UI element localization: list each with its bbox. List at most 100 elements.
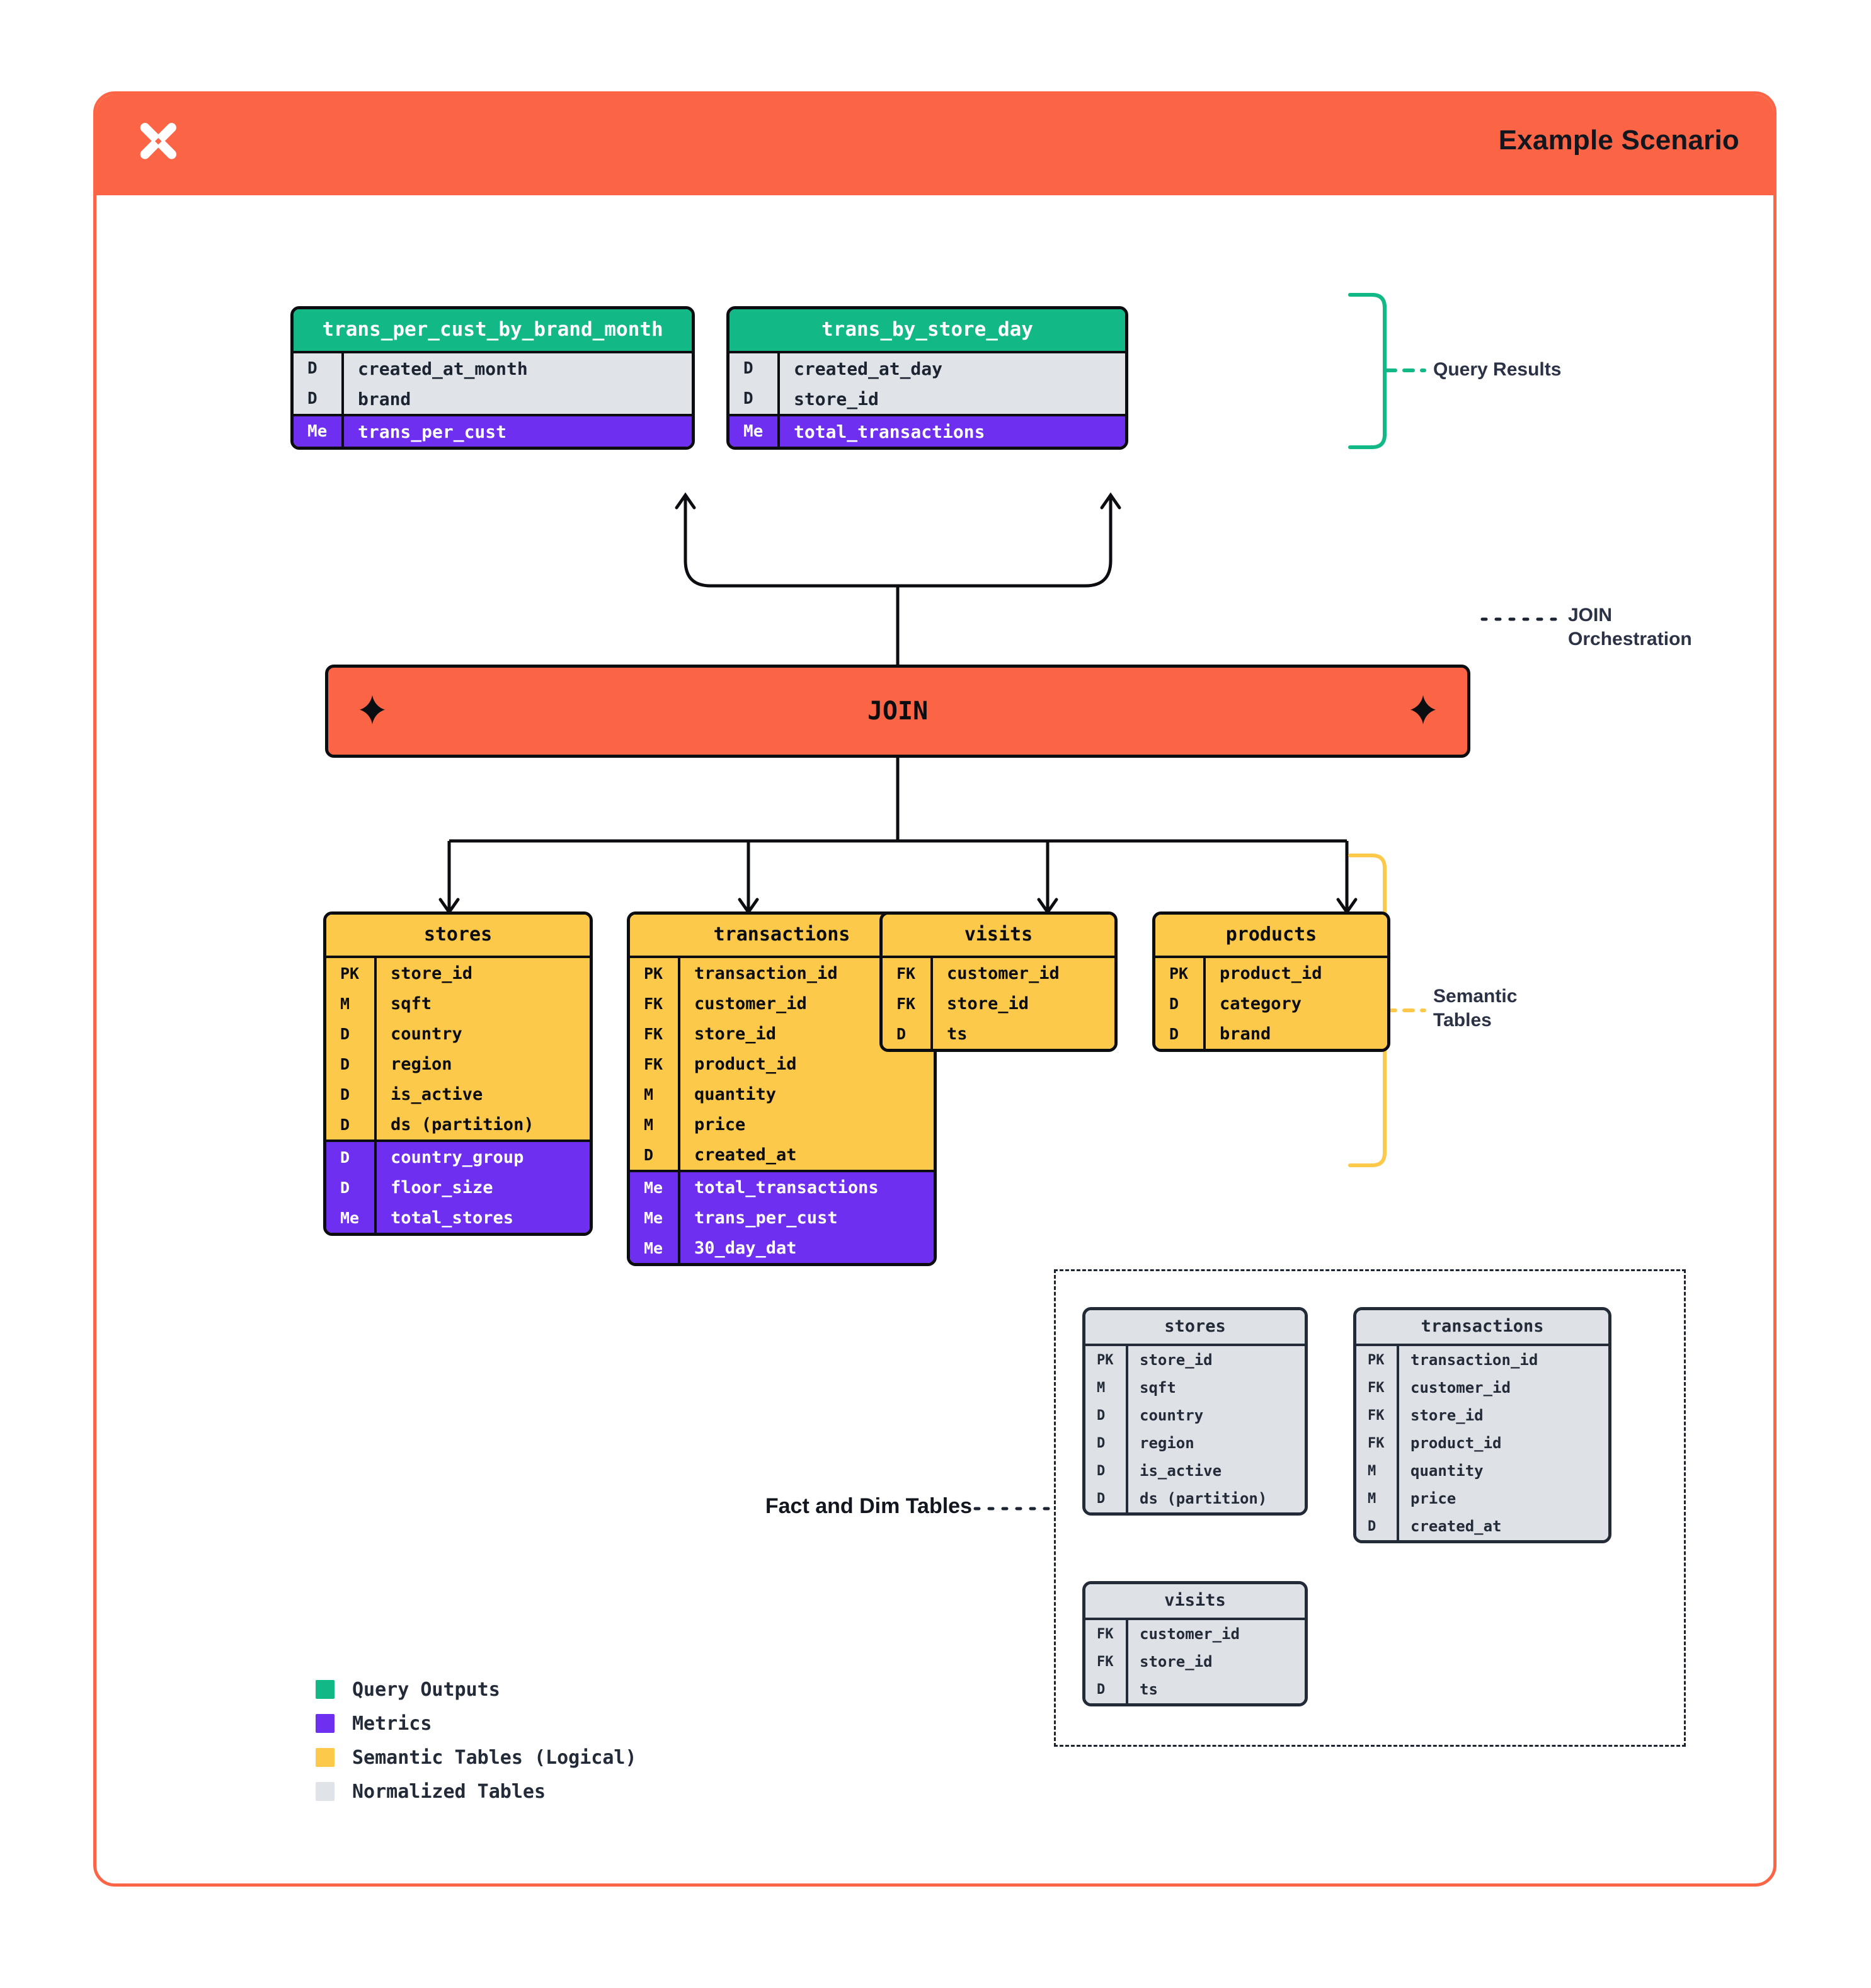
row-key: FK	[644, 1024, 663, 1043]
entity-title: transactions	[1356, 1310, 1608, 1344]
row-key: Me	[644, 1208, 663, 1227]
entity-title: trans_per_cust_by_brand_month	[294, 309, 692, 351]
row-key: Me	[340, 1208, 360, 1227]
row-key: FK	[1097, 1626, 1114, 1642]
row-value: store_id	[930, 988, 1114, 1019]
query-result-table-0[interactable]: trans_per_cust_by_brand_month D created_…	[290, 306, 695, 450]
entity-row: Me total_transactions	[730, 416, 1125, 447]
row-value: customer_id	[1126, 1620, 1305, 1648]
row-key: PK	[1368, 1352, 1385, 1368]
row-value: country	[374, 1019, 590, 1049]
row-value: country_group	[374, 1142, 590, 1172]
card-header: Example Scenario	[96, 94, 1773, 195]
entity-row: Me trans_per_cust	[630, 1203, 934, 1233]
fact-dim-group	[1054, 1269, 1686, 1747]
row-key: D	[307, 359, 318, 378]
entity-row: Me trans_per_cust	[294, 416, 692, 447]
row-value: floor_size	[374, 1172, 590, 1203]
row-key: PK	[1097, 1352, 1114, 1368]
row-key: FK	[896, 964, 916, 983]
row-value: sqft	[1126, 1374, 1305, 1402]
entity-row: FK store_id	[630, 1019, 934, 1049]
four-point-star-icon	[355, 694, 390, 729]
row-value: 30_day_dat	[678, 1233, 934, 1263]
row-key: D	[896, 1024, 907, 1043]
row-value: transaction_id	[1397, 1346, 1608, 1374]
page-title: Example Scenario	[1498, 125, 1739, 156]
semantic-tables-annotation: Semantic Tables	[1433, 985, 1517, 1033]
query-results-annotation: Query Results	[1433, 359, 1562, 380]
join-annotation-line2: Orchestration	[1568, 629, 1692, 650]
row-value: store_id	[1397, 1402, 1608, 1429]
semantic-tables-annotation-line1: Semantic	[1433, 986, 1518, 1007]
row-key: FK	[1097, 1654, 1114, 1670]
row-key: D	[1368, 1518, 1376, 1534]
row-key: M	[644, 1115, 654, 1134]
row-key: D	[340, 1024, 350, 1043]
entity-rows-base: D created_at_month D brand	[294, 351, 692, 414]
join-orchestration-bar[interactable]: JOIN	[325, 665, 1470, 758]
entity-row: D created_at_day	[730, 353, 1125, 384]
join-annotation-line1: JOIN	[1568, 605, 1613, 626]
row-value: ds (partition)	[1126, 1485, 1305, 1512]
row-value: total_stores	[374, 1203, 590, 1233]
legend-swatch-metrics	[316, 1714, 335, 1733]
row-value: trans_per_cust	[678, 1203, 934, 1233]
scenario-card: Example Scenario	[93, 91, 1777, 1887]
row-value: store_id	[678, 1019, 934, 1049]
row-key: D	[340, 1178, 350, 1197]
entity-row: D created_at_month	[294, 353, 692, 384]
row-key: D	[340, 1054, 350, 1073]
row-value: total_transactions	[777, 416, 1125, 447]
row-value: created_at_day	[777, 353, 1125, 384]
row-key: M	[1368, 1463, 1376, 1479]
entity-rows-metric: Me trans_per_cust	[294, 414, 692, 447]
x-sparkle-logo-icon	[134, 118, 187, 171]
row-value: product_id	[678, 1049, 934, 1079]
entity-row: PK transaction_id	[1356, 1346, 1608, 1374]
row-key: D	[1097, 1490, 1106, 1507]
row-value: category	[1203, 988, 1387, 1019]
four-point-star-icon	[1405, 694, 1441, 729]
row-value: created_at	[1397, 1512, 1608, 1540]
query-result-table-1[interactable]: trans_by_store_day D created_at_day D st…	[726, 306, 1128, 450]
row-value: customer_id	[1397, 1374, 1608, 1402]
entity-title: stores	[1085, 1310, 1305, 1344]
row-value: customer_id	[678, 988, 934, 1019]
row-value: store_id	[374, 958, 590, 988]
row-value: price	[678, 1109, 934, 1140]
row-value: quantity	[678, 1079, 934, 1109]
row-key: D	[1097, 1463, 1106, 1479]
entity-rows-metric: Me total_transactions	[730, 414, 1125, 447]
entity-title: stores	[326, 915, 590, 956]
